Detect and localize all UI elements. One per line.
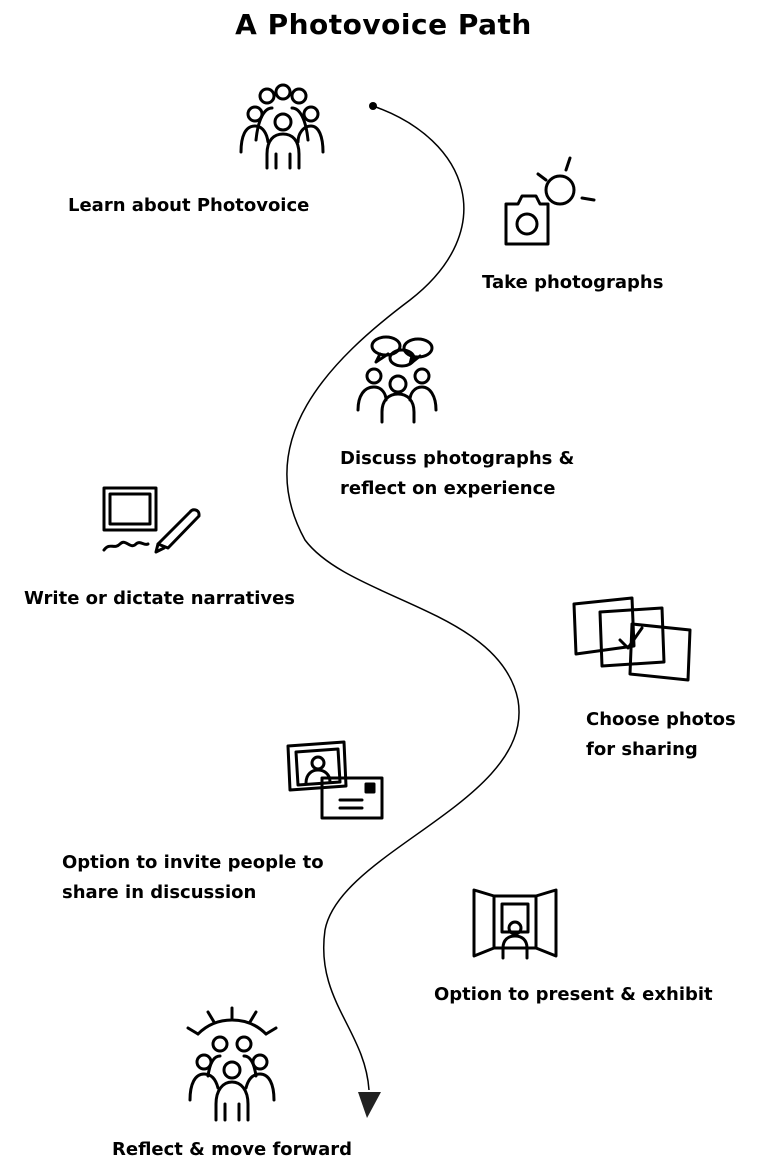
writing-pen-on-paper-icon [102,486,201,554]
step-label-take: Take photographs [482,272,664,293]
path-curve [286,105,520,1091]
people-with-speech-bubbles-icon [356,335,438,424]
path-arrowhead [358,1092,381,1118]
step-label-write: Write or dictate narratives [24,588,296,609]
step-label-choose-line2: for sharing [586,739,698,760]
step-label-choose-line1: Choose photos [586,709,736,730]
step-label-present: Option to present & exhibit [434,984,713,1005]
group-of-people-icon [239,83,325,170]
step-label-discuss-line1: Discuss photographs & [340,448,575,469]
step-label-reflect: Reflect & move forward [112,1139,353,1160]
step-label-invite-line2: share in discussion [62,882,257,903]
step-label-invite-line1: Option to invite people to [62,852,324,873]
step-label-learn: Learn about Photovoice [68,195,310,216]
selected-photos-checkmark-icon [572,596,692,682]
step-label-discuss-line2: reflect on experience [340,478,556,499]
photo-invitation-envelope-icon [286,740,384,820]
group-with-sunburst-icon [186,1006,278,1122]
diagram-title: A Photovoice Path [235,8,532,41]
exhibition-gallery-icon [472,888,558,960]
camera-with-flash-icon [504,156,596,246]
